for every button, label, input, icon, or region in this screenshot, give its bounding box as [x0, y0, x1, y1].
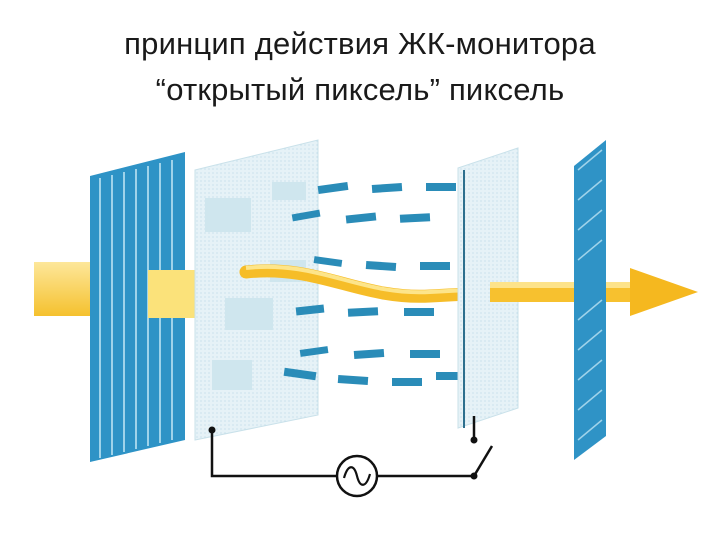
front-electrode-plate — [194, 139, 319, 441]
switch-contact — [470, 436, 478, 444]
switch-pivot — [470, 472, 478, 480]
incoming-light-beam — [34, 262, 92, 316]
switch-icon — [472, 445, 494, 477]
front-electrode-terminal — [208, 426, 216, 434]
rear-polarizer — [574, 140, 606, 460]
slide-title-line-1: принцип действия ЖК-монитора — [124, 26, 596, 61]
rear-electrode-plate — [457, 147, 519, 429]
light-through-polarizer — [148, 270, 196, 318]
slide-title-line-2: “открытый пиксель” пиксель — [155, 72, 565, 107]
ac-source-icon — [335, 454, 379, 498]
liquid-crystal-layer — [283, 181, 458, 386]
front-polarizer — [90, 152, 185, 462]
electric-circuit — [210, 416, 494, 478]
